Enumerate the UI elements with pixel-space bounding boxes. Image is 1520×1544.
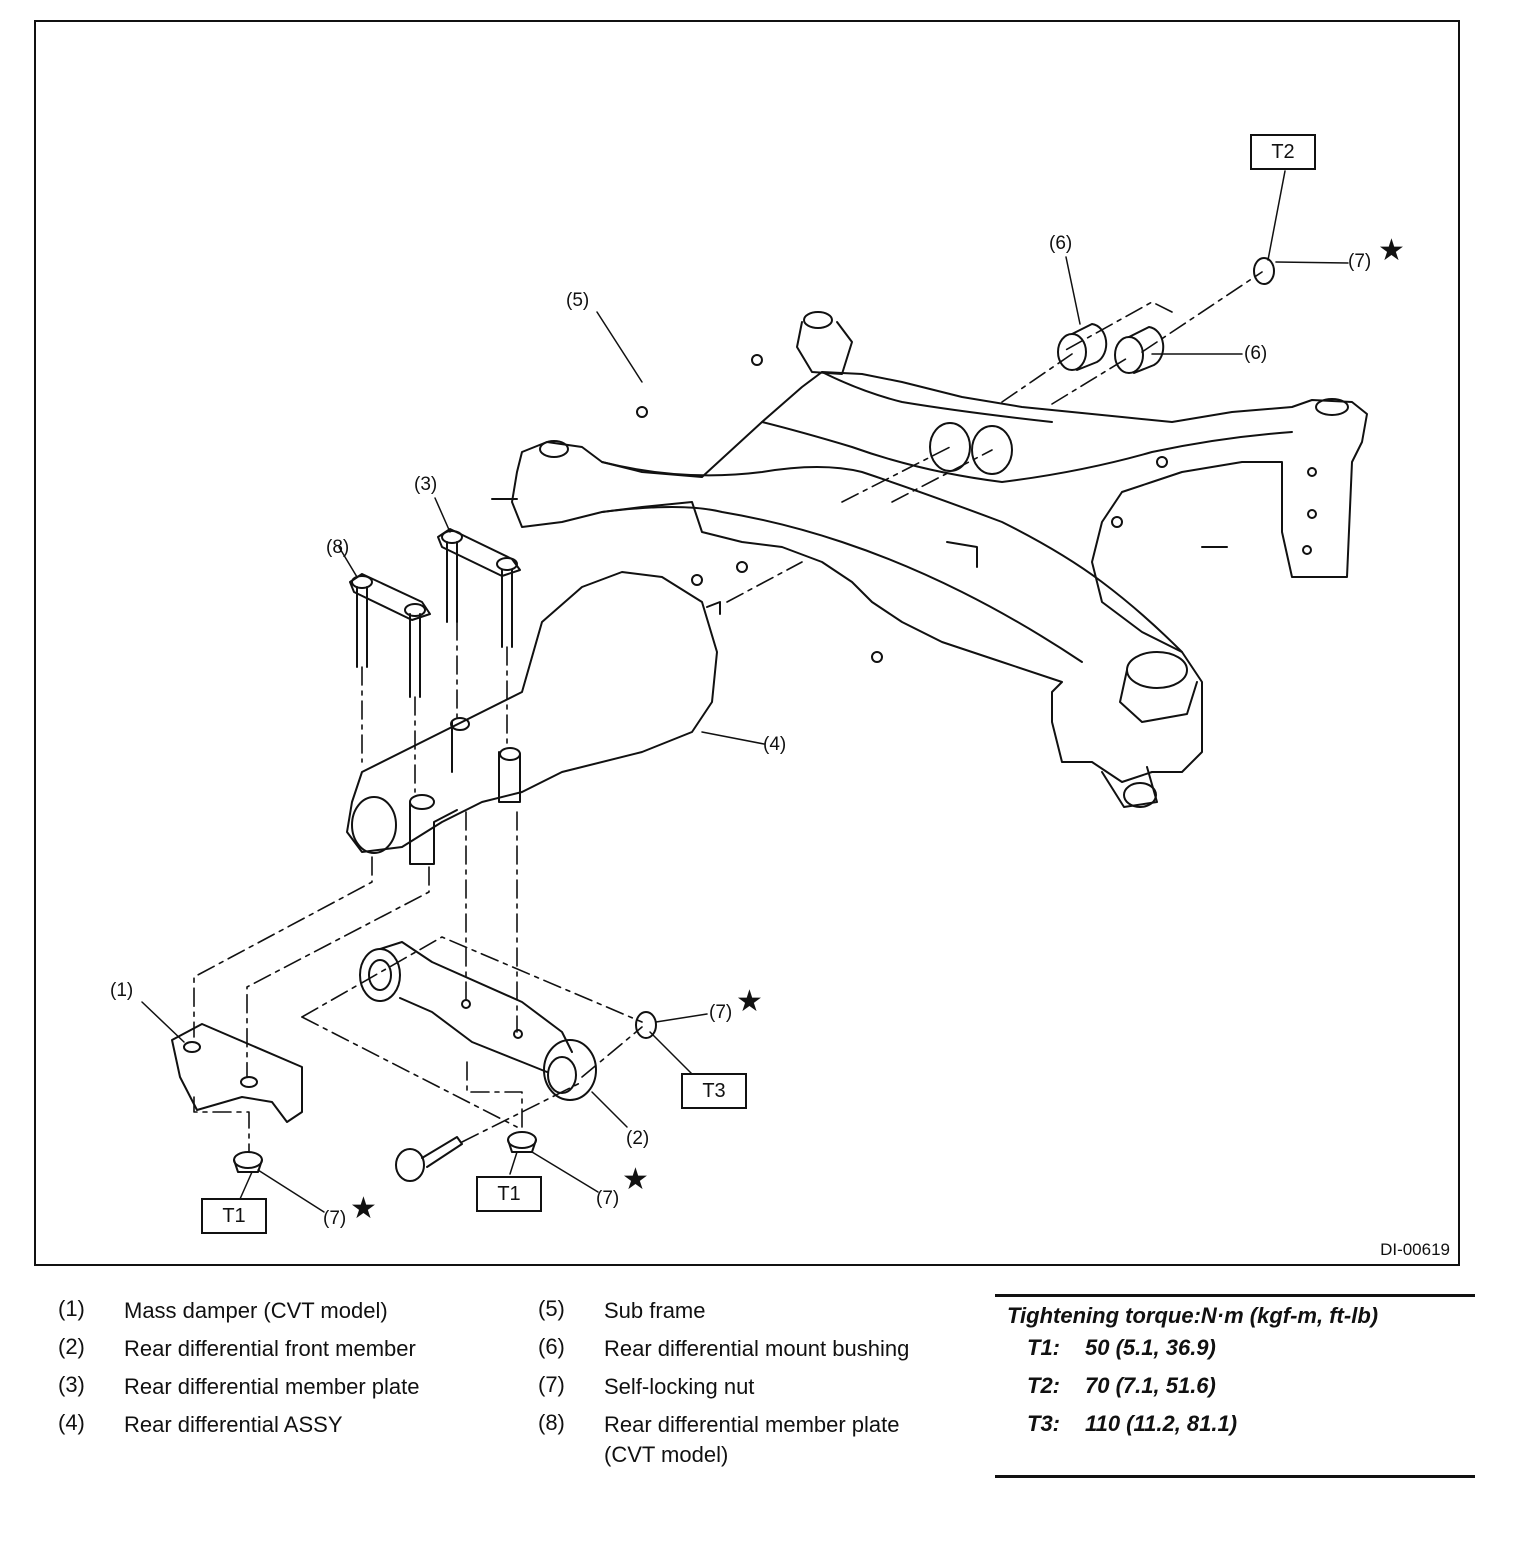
star-icon: ★ [350,1192,377,1225]
legend-number: (5) [538,1296,565,1321]
legend-number: (7) [538,1372,565,1397]
star-icon: ★ [622,1163,649,1196]
callout-8: (8) [326,537,350,558]
legend-column-middle: (5) Sub frame (6) Rear differential moun… [538,1296,909,1480]
front-member-drawing [359,941,597,1101]
torque-box-t2: T2 [1250,134,1316,170]
legend-number: (8) [538,1410,565,1435]
torque-key: T1: [1027,1335,1060,1360]
bushings-drawing [1057,323,1165,374]
bolt-drawing [395,1136,463,1182]
legend-text: Self-locking nut [604,1374,755,1399]
legend-text: Rear differential front member [124,1336,416,1361]
callout-6b: (6) [1244,343,1268,364]
legend-number: (3) [58,1372,85,1397]
legend-item: (1) Mass damper (CVT model) [58,1296,420,1334]
legend-text-line2: (CVT model) [604,1442,729,1467]
legend-text: Mass damper (CVT model) [124,1298,388,1323]
legend-text: Rear differential ASSY [124,1412,343,1437]
member-plates-drawing [349,528,521,698]
sub-frame-drawing [491,311,1368,808]
legend-text: Rear differential member plate (CVT mode… [604,1410,900,1470]
legend-item: (3) Rear differential member plate [58,1372,420,1410]
legend-column-left: (1) Mass damper (CVT model) (2) Rear dif… [58,1296,420,1448]
torque-key: T2: [1027,1373,1060,1398]
legend-item: (8) Rear differential member plate (CVT … [538,1410,909,1480]
torque-value: 70 (7.1, 51.6) [1085,1373,1216,1398]
legend-text-line1: Rear differential member plate [604,1412,900,1437]
legend-item: (4) Rear differential ASSY [58,1410,420,1448]
torque-row: T2: 70 (7.1, 51.6) [1027,1367,1475,1405]
leader-lines [141,170,1349,1213]
star-icon: ★ [1378,234,1405,267]
legend-item: (6) Rear differential mount bushing [538,1334,909,1372]
legend-number: (2) [58,1334,85,1359]
legend-item: (2) Rear differential front member [58,1334,420,1372]
nuts-drawing [233,257,1275,1173]
torque-box-t1-left: T1 [201,1198,267,1234]
torque-key: T3: [1027,1411,1060,1436]
figure-id: DI-00619 [1380,1240,1450,1259]
exploded-view-drawing [141,170,1368,1213]
mass-damper-drawing [171,1023,303,1123]
callout-7-t2: (7) [1348,251,1372,272]
legend-item: (7) Self-locking nut [538,1372,909,1410]
legend-number: (1) [58,1296,85,1321]
tightening-torque-table: Tightening torque:N·m (kgf-m, ft-lb) T1:… [995,1294,1475,1478]
rear-differential-drawing [346,571,721,865]
torque-row: T1: 50 (5.1, 36.9) [1027,1329,1475,1367]
callout-4: (4) [763,734,787,755]
legend-text: Rear differential member plate [124,1374,420,1399]
torque-title: Tightening torque:N·m (kgf-m, ft-lb) [1007,1303,1379,1328]
assembly-lines [193,271,1263,1153]
legend-item: (5) Sub frame [538,1296,909,1334]
legend-number: (4) [58,1410,85,1435]
callout-6a: (6) [1049,233,1073,254]
callout-2: (2) [626,1128,650,1149]
legend-text: Rear differential mount bushing [604,1336,910,1361]
torque-value: 110 (11.2, 81.1) [1085,1411,1238,1436]
legend-number: (6) [538,1334,565,1359]
legend-text: Sub frame [604,1298,706,1323]
callout-7-t3: (7) [709,1002,733,1023]
callout-1: (1) [110,980,134,1001]
torque-box-t3: T3 [681,1073,747,1109]
torque-box-t1-right: T1 [476,1176,542,1212]
callout-7-t1-right: (7) [596,1188,620,1209]
diagram-frame: (1) (2) (3) (4) (5) (6) (6) (8) (7) ★ (7… [34,20,1460,1266]
torque-row: T3: 110 (11.2, 81.1) [1027,1405,1475,1443]
callout-7-t1-left: (7) [323,1208,347,1229]
callout-3: (3) [414,474,438,495]
star-icon: ★ [736,985,763,1018]
callout-5: (5) [566,290,590,311]
torque-value: 50 (5.1, 36.9) [1085,1335,1216,1360]
